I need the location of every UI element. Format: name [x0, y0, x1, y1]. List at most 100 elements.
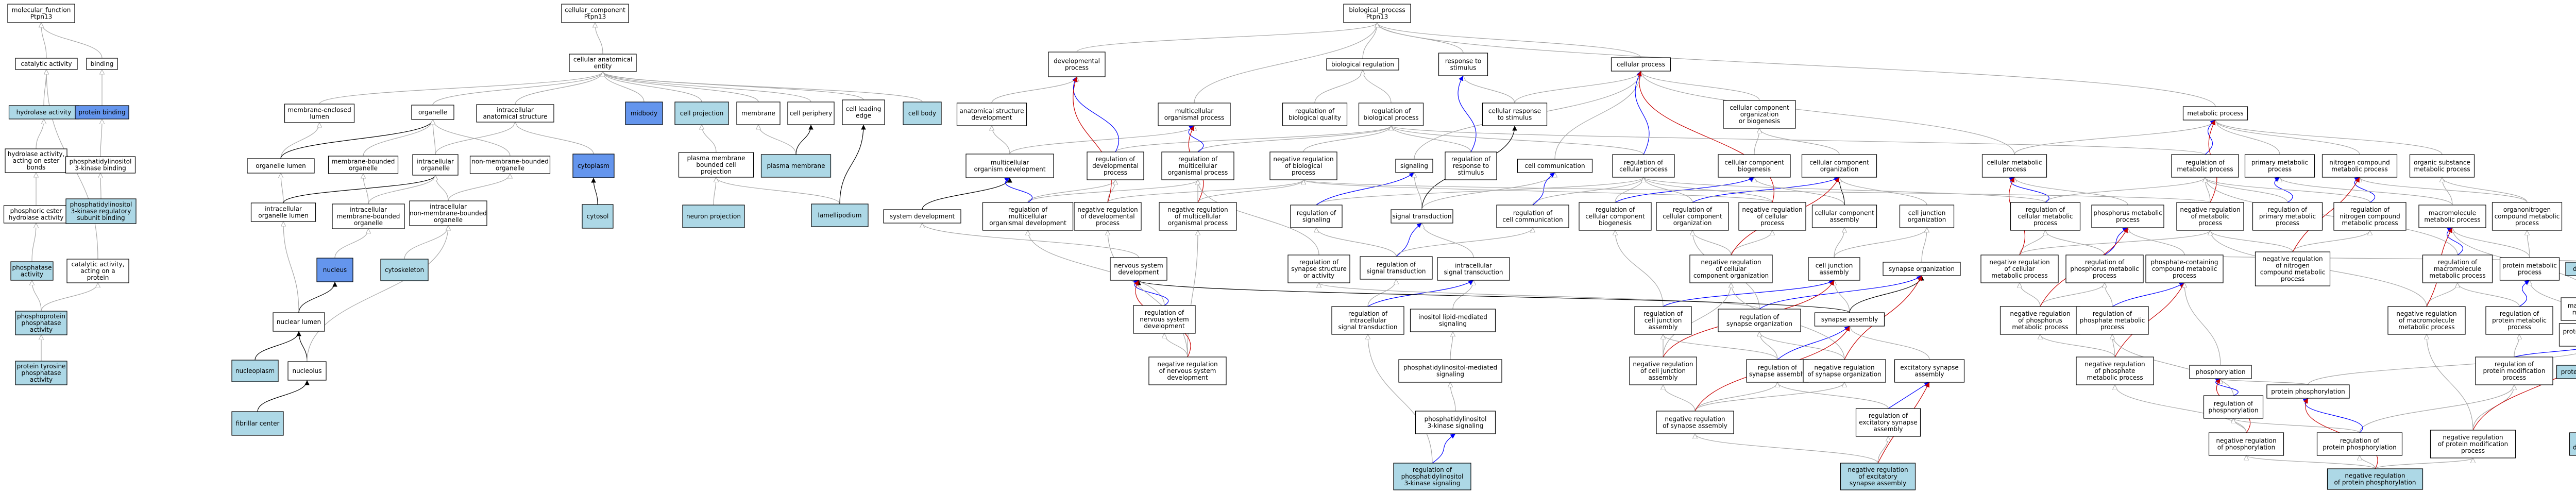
go-term-node-nuclumen[interactable]: nuclear lumen [273, 312, 325, 332]
go-term-node-cellproj[interactable]: cell projection [674, 101, 729, 125]
go-term-node-nucleus[interactable]: nucleus [316, 258, 353, 282]
go-term-node-orglumen[interactable]: organelle lumen [247, 158, 315, 174]
go-term-node-protbind[interactable]: protein binding [75, 105, 129, 120]
go-term-node-protdephos[interactable]: protein dephosphorylation [2556, 365, 2576, 379]
go-term-node-cat[interactable]: catalytic activity [15, 58, 78, 70]
go-term-node-cytoskeleton[interactable]: cytoskeleton [380, 259, 429, 281]
go-term-node-synorg[interactable]: synapse organization [1883, 262, 1961, 276]
go-term-node-macromod[interactable]: macromoleculemodification [2561, 297, 2576, 321]
go-term-node-cellproc[interactable]: cellular process [1611, 57, 1671, 72]
go-term-node-fibrillar[interactable]: fibrillar center [231, 411, 284, 436]
go-term-node-cellbody[interactable]: cell body [903, 101, 942, 125]
go-term-node-cytoplasm[interactable]: cytoplasm [572, 154, 615, 178]
go-term-node-hydro[interactable]: hydrolase activity [8, 105, 79, 120]
go-term-node-bioreg[interactable]: biological regulation [1326, 58, 1399, 71]
go-term-node-cellcomm[interactable]: cell communication [1517, 159, 1593, 173]
go-term-node-nucleolus[interactable]: nucleolus [287, 361, 327, 381]
go-term-node-lamellipodium[interactable]: lamellipodium [811, 203, 869, 227]
go-term-node-sysdev[interactable]: system development [883, 209, 961, 224]
go-term-node-sigtrans[interactable]: signal transduction [1391, 209, 1453, 224]
go-term-node-nucleoplasm[interactable]: nucleoplasm [231, 360, 279, 382]
go-term-node-protphos[interactable]: protein phosphorylation [2266, 384, 2350, 399]
go-term-node-membrane[interactable]: membrane [736, 101, 781, 125]
go-term-node-plasmamem[interactable]: plasma membrane [760, 154, 832, 178]
go-term-node-bind[interactable]: binding [86, 58, 118, 70]
go-term-node-organelle[interactable]: organelle [411, 105, 454, 120]
